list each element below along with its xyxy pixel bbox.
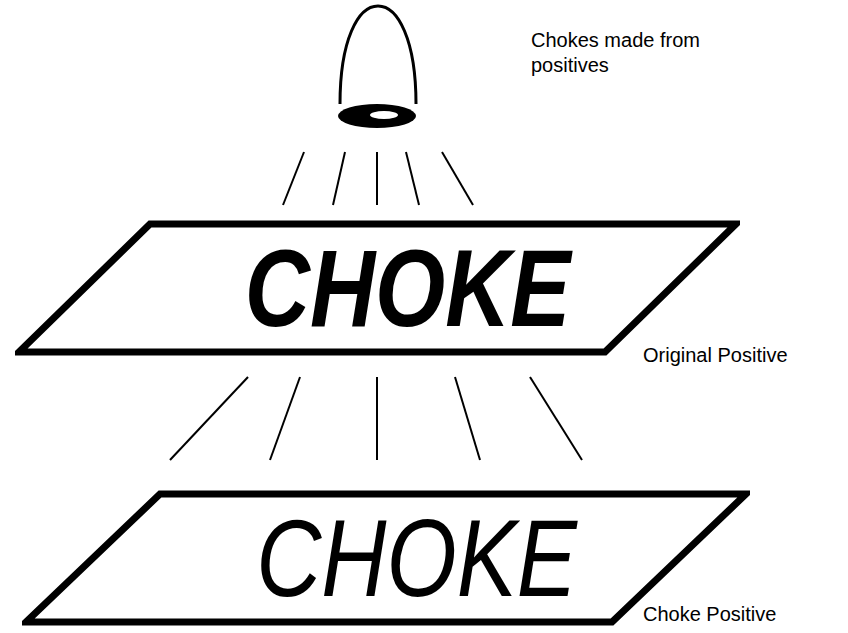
light-ray [530, 377, 582, 460]
lamp-bulb [370, 111, 398, 119]
light-ray [333, 152, 345, 205]
original-positive-film: CHOKE [15, 220, 740, 356]
lamp-base [338, 104, 416, 128]
light-ray [406, 152, 419, 205]
light-ray [270, 377, 300, 460]
film-lettering: CHOKE [245, 233, 571, 343]
lamp [338, 6, 416, 128]
light-ray [455, 377, 480, 460]
light-ray [376, 377, 378, 460]
figure-note: Chokes made from positives [531, 28, 771, 78]
choke-positive-film: CHOKE [22, 490, 750, 626]
film-sheet [19, 224, 736, 352]
film-sheet [26, 494, 746, 622]
film-lettering: CHOKE [256, 503, 577, 613]
light-ray [283, 152, 304, 205]
light-ray [376, 152, 378, 205]
film-label: Original Positive [643, 343, 843, 368]
film-label: Choke Positive [643, 602, 843, 627]
light-ray [442, 152, 473, 205]
light-ray [170, 377, 248, 460]
lamp-reflector [340, 6, 416, 104]
